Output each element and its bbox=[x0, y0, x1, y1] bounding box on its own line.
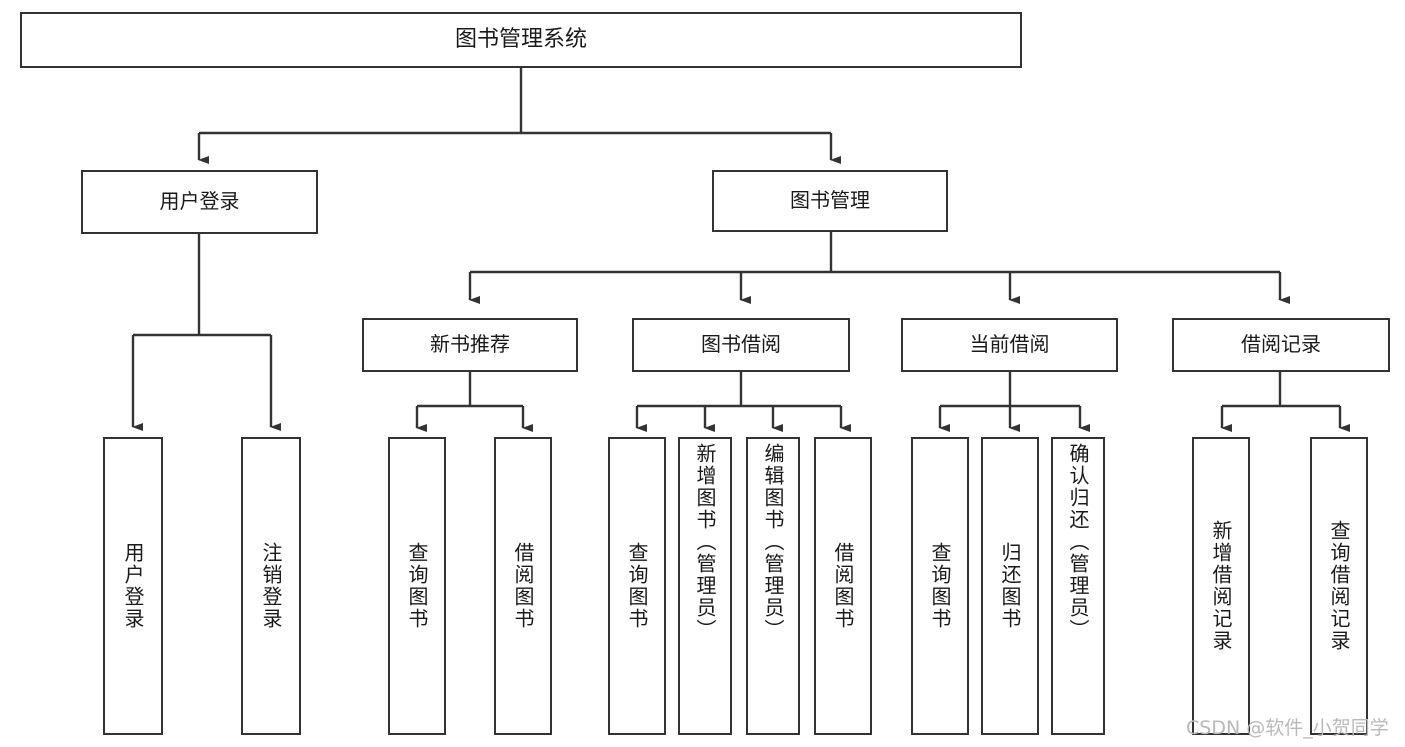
node-label: 查询图书 bbox=[625, 542, 649, 630]
node-label: 新增借阅记录 bbox=[1209, 520, 1233, 652]
node-book-manage[interactable]: 图书管理 bbox=[712, 170, 948, 232]
leaf-current-borrow-query[interactable]: 查询图书 bbox=[911, 437, 969, 735]
leaf-user-login-logout[interactable]: 注销登录 bbox=[241, 437, 301, 735]
node-label: 归还图书 bbox=[998, 542, 1022, 630]
node-label: 注销登录 bbox=[259, 542, 283, 630]
node-label: 借阅记录 bbox=[1241, 332, 1321, 357]
node-label: 图书借阅 bbox=[701, 332, 781, 357]
node-label: 图书管理 bbox=[790, 188, 870, 213]
leaf-user-login-login[interactable]: 用户登录 bbox=[103, 437, 163, 735]
node-new-book-recommend[interactable]: 新书推荐 bbox=[362, 318, 578, 372]
leaf-book-borrow-edit[interactable]: 编辑图书（管理员） bbox=[746, 437, 800, 735]
node-book-borrow[interactable]: 图书借阅 bbox=[632, 318, 850, 372]
node-label: 借阅图书 bbox=[511, 542, 535, 630]
node-label: 新书推荐 bbox=[430, 332, 510, 357]
node-label: 查询借阅记录 bbox=[1327, 520, 1351, 652]
node-label: 用户登录 bbox=[159, 189, 240, 214]
csdn-watermark: CSDN @软件_小贺同学 bbox=[1186, 717, 1389, 739]
node-label: 新增图书（管理员） bbox=[693, 443, 717, 641]
node-label: 借阅图书 bbox=[831, 542, 855, 630]
leaf-book-borrow-query[interactable]: 查询图书 bbox=[608, 437, 666, 735]
leaf-borrow-record-add[interactable]: 新增借阅记录 bbox=[1192, 437, 1250, 735]
node-user-login[interactable]: 用户登录 bbox=[81, 170, 318, 234]
node-label: 查询图书 bbox=[405, 542, 429, 630]
node-label: 查询图书 bbox=[928, 542, 952, 630]
leaf-current-borrow-return[interactable]: 归还图书 bbox=[981, 437, 1039, 735]
node-root-system[interactable]: 图书管理系统 bbox=[20, 12, 1022, 68]
leaf-current-borrow-confirm[interactable]: 确认归还（管理员） bbox=[1051, 437, 1105, 735]
node-label: 当前借阅 bbox=[969, 332, 1050, 357]
node-label: 用户登录 bbox=[121, 542, 145, 630]
leaf-borrow-record-query[interactable]: 查询借阅记录 bbox=[1310, 437, 1368, 735]
leaf-book-borrow-lend[interactable]: 借阅图书 bbox=[814, 437, 872, 735]
leaf-new-book-query[interactable]: 查询图书 bbox=[388, 437, 446, 735]
node-borrow-record[interactable]: 借阅记录 bbox=[1172, 318, 1390, 372]
leaf-new-book-borrow[interactable]: 借阅图书 bbox=[494, 437, 552, 735]
node-current-borrow[interactable]: 当前借阅 bbox=[901, 318, 1118, 372]
leaf-book-borrow-add[interactable]: 新增图书（管理员） bbox=[678, 437, 732, 735]
node-label: 图书管理系统 bbox=[454, 27, 587, 53]
node-label: 确认归还（管理员） bbox=[1066, 443, 1090, 641]
node-label: 编辑图书（管理员） bbox=[761, 443, 785, 641]
